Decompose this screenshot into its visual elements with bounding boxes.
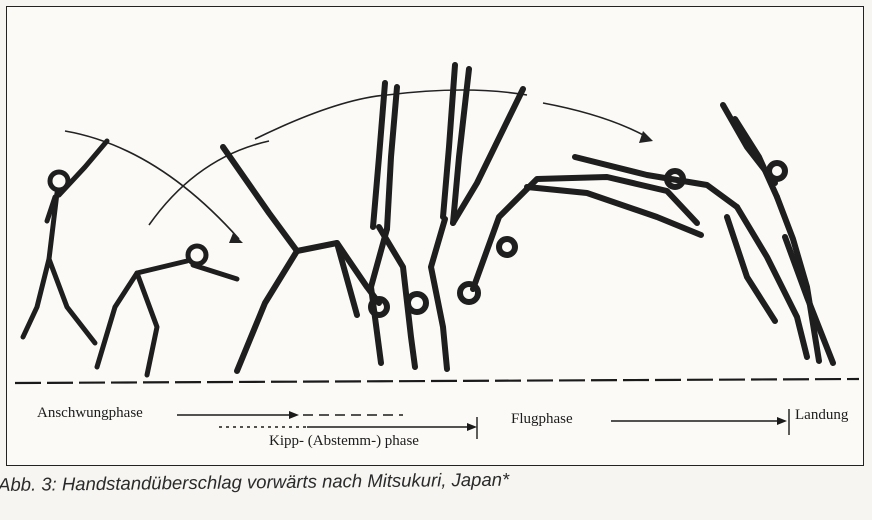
- gymnast-5: [431, 65, 523, 369]
- handspring-sequence-drawing: [7, 7, 863, 465]
- gymnast-8: [723, 105, 833, 363]
- gymnast-6: [473, 177, 701, 289]
- gymnast-1: [23, 141, 107, 343]
- motion-arcs: [65, 90, 653, 243]
- gymnast-4: [371, 83, 426, 367]
- arc-4: [543, 103, 647, 137]
- gymnast-figures: [23, 65, 833, 375]
- phase-label-anschwung: Anschwungphase: [37, 405, 143, 422]
- floor-line: [15, 379, 859, 383]
- phase-label-landung: Landung: [795, 407, 848, 424]
- figure-caption: Abb. 3: Handstandüberschlag vorwärts nac…: [0, 469, 509, 496]
- figure-frame: Anschwungphase Kipp- (Abstemm-) phase Fl…: [6, 6, 864, 466]
- arrow-head-arc-4: [639, 131, 653, 143]
- arc-1: [65, 131, 239, 239]
- phase-label-kipp: Kipp- (Abstemm-) phase: [269, 433, 419, 450]
- phase-label-flug: Flugphase: [511, 411, 573, 428]
- gymnast-3: [223, 147, 387, 371]
- gymnast-2: [97, 246, 237, 375]
